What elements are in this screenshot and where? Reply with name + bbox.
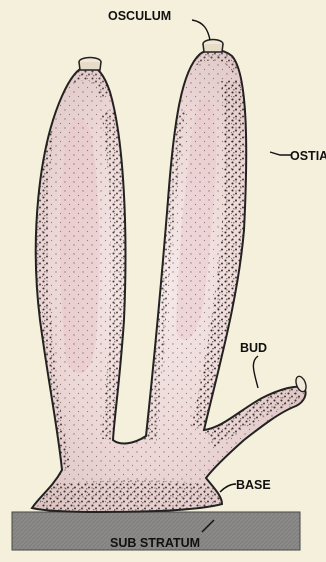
label-substratum: SUB STRATUM bbox=[110, 536, 200, 550]
label-base: BASE bbox=[236, 478, 271, 492]
label-ostia: OSTIA bbox=[290, 149, 326, 163]
label-bud: BUD bbox=[240, 341, 267, 355]
osculum-rim-right bbox=[203, 40, 223, 53]
label-osculum: OSCULUM bbox=[108, 9, 171, 23]
osculum-rim-left bbox=[79, 58, 101, 71]
